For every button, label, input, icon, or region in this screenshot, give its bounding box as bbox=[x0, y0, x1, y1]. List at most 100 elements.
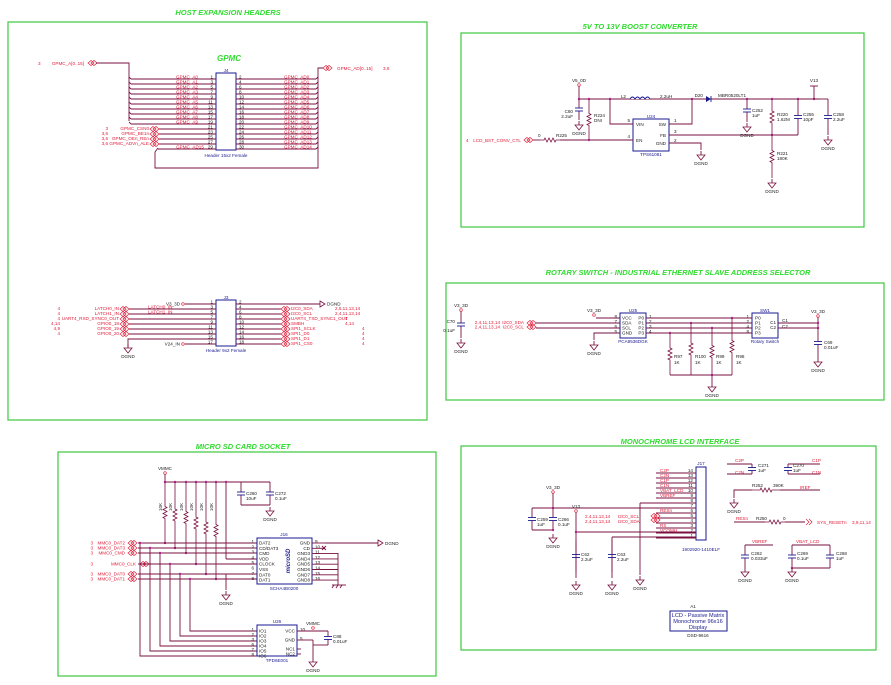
port-page: 4 bbox=[57, 311, 60, 316]
sw1-body bbox=[751, 312, 779, 339]
pin-name: VIN bbox=[636, 122, 644, 127]
net-label: GPMC_AD2 bbox=[284, 84, 310, 89]
j16-ref: J16 bbox=[280, 532, 288, 537]
pin-number: 8 bbox=[614, 314, 617, 319]
junction-dot bbox=[148, 546, 152, 550]
resistor-icon bbox=[729, 318, 735, 375]
pin-number: 11 bbox=[688, 483, 693, 488]
dgnd-label: DGND bbox=[738, 578, 752, 583]
c262-val: 0.033uF bbox=[751, 556, 768, 561]
c266-ref: C266 bbox=[558, 517, 569, 522]
net-label: GPMC_AD9 bbox=[284, 119, 310, 124]
j17-ref: J17 bbox=[697, 461, 705, 466]
pin-name: IO1 bbox=[259, 629, 267, 634]
ground-icon bbox=[787, 571, 797, 578]
pin-name: FB bbox=[660, 133, 666, 138]
pin-number: 20 bbox=[239, 120, 245, 125]
pin-name: GND bbox=[300, 541, 311, 546]
junction-dot bbox=[158, 551, 162, 555]
port-name: SPI1_CS0 bbox=[291, 341, 313, 346]
net-label: C2P bbox=[660, 468, 669, 473]
power-label: V5_0D bbox=[572, 78, 587, 83]
pin-number: 3 bbox=[649, 324, 652, 329]
resistor-icon bbox=[765, 519, 785, 525]
net-label: GPMC_AD4 bbox=[284, 94, 310, 99]
pin-number: 10 bbox=[239, 320, 245, 325]
port-page: 2,4,11,13,14 bbox=[475, 320, 501, 325]
power-label: V3_3D bbox=[811, 309, 826, 314]
pin-name: GND8 bbox=[297, 578, 310, 583]
port-page: 3,9,11,14 bbox=[852, 520, 871, 525]
net-label: GPMC_AD13 bbox=[284, 139, 312, 144]
net-label: C2N bbox=[660, 473, 669, 478]
port-icon bbox=[127, 550, 138, 556]
wire bbox=[159, 553, 257, 647]
port-name: MMC0_CMD bbox=[98, 551, 125, 556]
net-label: GPMC_A0 bbox=[176, 74, 198, 79]
port-name: I2C0_SDA bbox=[291, 306, 314, 311]
j17-part: 1902920-1410ELF bbox=[682, 547, 720, 552]
j4-ref: J4 bbox=[224, 68, 229, 73]
sw1-part: Rotary Switch bbox=[751, 339, 780, 344]
ground-icon bbox=[221, 594, 231, 601]
pin-name: C1 bbox=[782, 318, 788, 323]
port-name: SMBH bbox=[291, 321, 304, 326]
resistor-ref: R98 bbox=[736, 354, 745, 359]
wire bbox=[149, 548, 257, 652]
pin-number: 2 bbox=[239, 300, 242, 305]
ground-icon bbox=[319, 300, 326, 308]
pin-number: 2 bbox=[674, 138, 677, 143]
port-name: GPIO0_18 bbox=[97, 321, 119, 326]
c62-ref: C62 bbox=[581, 552, 590, 557]
pin-number: 2 bbox=[746, 319, 749, 324]
section-title-lcd: MONOCHROME LCD INTERFACE bbox=[621, 437, 741, 446]
port-icon bbox=[280, 306, 291, 312]
pin-number: 10 bbox=[300, 627, 306, 632]
net-label: GPMC_A2 bbox=[176, 84, 198, 89]
net-label: C1P bbox=[660, 478, 669, 483]
port-icon bbox=[149, 126, 160, 132]
pin-name: NC1 bbox=[286, 647, 296, 652]
port-name: UART4_RXD_SYNC0_OUT bbox=[62, 316, 120, 321]
ground-icon bbox=[742, 126, 752, 133]
power-label: V3_3D bbox=[166, 302, 181, 307]
port-page: 4 bbox=[345, 316, 348, 321]
net-label: GPMC_AD6 bbox=[284, 104, 310, 109]
port-name: GPMC_CSN0 bbox=[120, 126, 149, 131]
d20-part: MBR0520LT1 bbox=[718, 93, 746, 98]
pin-number: 9 bbox=[690, 493, 693, 498]
net-label: LATCH0_IN bbox=[148, 305, 172, 310]
wire bbox=[315, 81, 319, 85]
pin-name: C2 bbox=[770, 325, 776, 330]
c272-val: 0.1uF bbox=[275, 496, 287, 501]
microsd-logo: microSD bbox=[286, 548, 292, 573]
c271-ref: C271 bbox=[758, 463, 769, 468]
port-icon bbox=[119, 326, 130, 332]
wire bbox=[128, 116, 132, 120]
wire bbox=[315, 141, 319, 145]
port-name: MMC0_DAT3 bbox=[98, 546, 126, 551]
net-label: VBREF bbox=[752, 539, 768, 544]
c60-ref: C60 bbox=[565, 109, 574, 114]
c62-val: 2.2uF bbox=[581, 557, 593, 562]
r250-val: 0 bbox=[783, 516, 786, 521]
pin-number: 23 bbox=[208, 130, 214, 135]
pin-number: 3 bbox=[210, 80, 213, 85]
wire bbox=[335, 584, 339, 589]
j16-part: SCHA4B0200 bbox=[270, 586, 299, 591]
net-label: GPMC_A3 bbox=[176, 89, 198, 94]
dgnd-label: DGND bbox=[385, 541, 399, 546]
a1-part: DSD-9616 bbox=[687, 633, 709, 638]
pin-number: 6 bbox=[614, 324, 617, 329]
c258-ref: C258 bbox=[833, 112, 844, 117]
pullup-val: 10K bbox=[199, 502, 204, 511]
net-label: C2N bbox=[735, 470, 744, 475]
net-label: VCOMH bbox=[660, 528, 677, 533]
pin-number: 1 bbox=[251, 539, 254, 544]
port-icon bbox=[127, 571, 138, 577]
pin-number: 10 bbox=[239, 95, 245, 100]
pin-number: 5 bbox=[627, 118, 630, 123]
d20-ref: D20 bbox=[695, 93, 704, 98]
c260-ref: C260 bbox=[246, 491, 257, 496]
pin-number: 5 bbox=[690, 513, 693, 518]
